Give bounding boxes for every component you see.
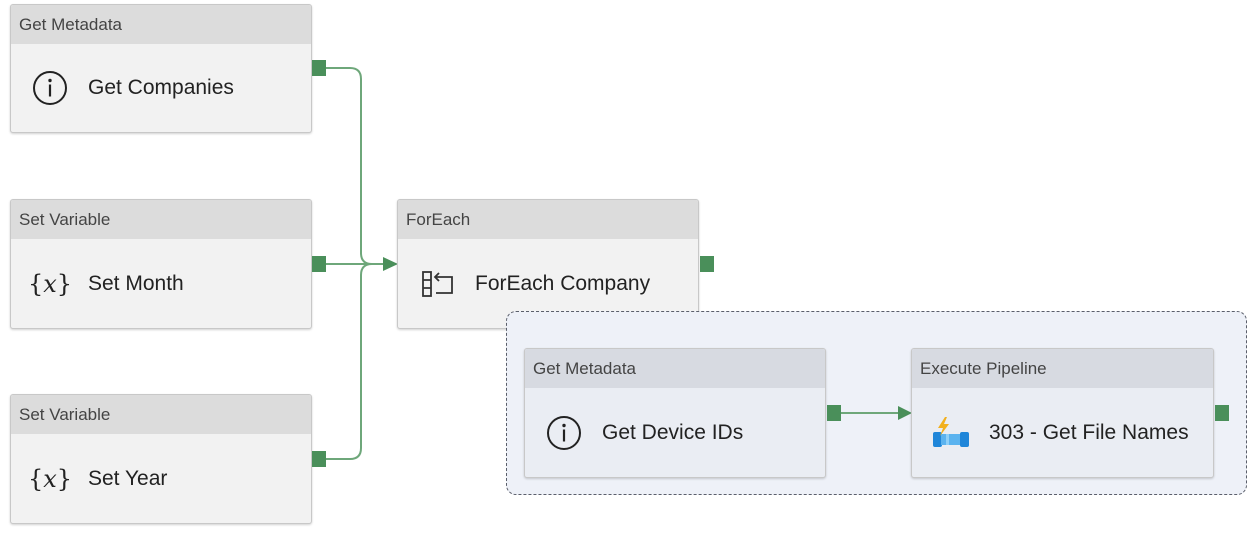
activity-execute-pipeline[interactable]: Execute Pipeline 303 - Get File Names xyxy=(911,348,1214,478)
variable-icon: {x} xyxy=(27,264,73,304)
execute-pipeline-icon xyxy=(931,413,971,453)
wire-get-companies-to-foreach xyxy=(326,67,385,265)
activity-type-label: Set Variable xyxy=(11,200,311,239)
info-icon xyxy=(544,413,584,453)
activity-name: Get Device IDs xyxy=(602,420,744,444)
activity-type-label: Get Metadata xyxy=(525,349,825,388)
activity-type-label: Get Metadata xyxy=(11,5,311,44)
foreach-inner-activities-container[interactable]: Get Metadata Get Device IDs Execute Pipe… xyxy=(506,311,1247,495)
wire-set-year-to-foreach xyxy=(326,263,385,460)
activity-set-month[interactable]: Set Variable {x} Set Month xyxy=(10,199,312,329)
success-output-port[interactable] xyxy=(827,405,841,421)
variable-icon: {x} xyxy=(27,459,73,499)
activity-get-device-ids[interactable]: Get Metadata Get Device IDs xyxy=(524,348,826,478)
arrowhead-execute-pipeline xyxy=(898,406,912,420)
success-output-port[interactable] xyxy=(1215,405,1229,421)
activity-name: Get Companies xyxy=(88,76,234,99)
activity-type-label: Execute Pipeline xyxy=(912,349,1213,388)
success-output-port[interactable] xyxy=(312,256,326,272)
variable-icon-text: {x} xyxy=(27,464,73,493)
activity-set-year[interactable]: Set Variable {x} Set Year xyxy=(10,394,312,524)
activity-type-label: Set Variable xyxy=(11,395,311,434)
activity-name: Set Year xyxy=(88,466,168,490)
activity-get-companies[interactable]: Get Metadata Get Companies xyxy=(10,4,312,133)
activity-name: 303 - Get File Names xyxy=(989,420,1189,444)
activity-name: Set Month xyxy=(88,271,184,295)
success-output-port[interactable] xyxy=(312,451,326,467)
foreach-icon xyxy=(417,264,457,304)
activity-name: ForEach Company xyxy=(475,271,651,295)
variable-icon-text: {x} xyxy=(27,269,73,298)
activity-type-label: ForEach xyxy=(398,200,698,239)
success-output-port[interactable] xyxy=(312,60,326,76)
success-output-port[interactable] xyxy=(700,256,714,272)
arrowhead-foreach xyxy=(383,257,398,271)
activity-foreach-company[interactable]: ForEach ForEach Company xyxy=(397,199,699,329)
info-icon xyxy=(30,68,70,108)
